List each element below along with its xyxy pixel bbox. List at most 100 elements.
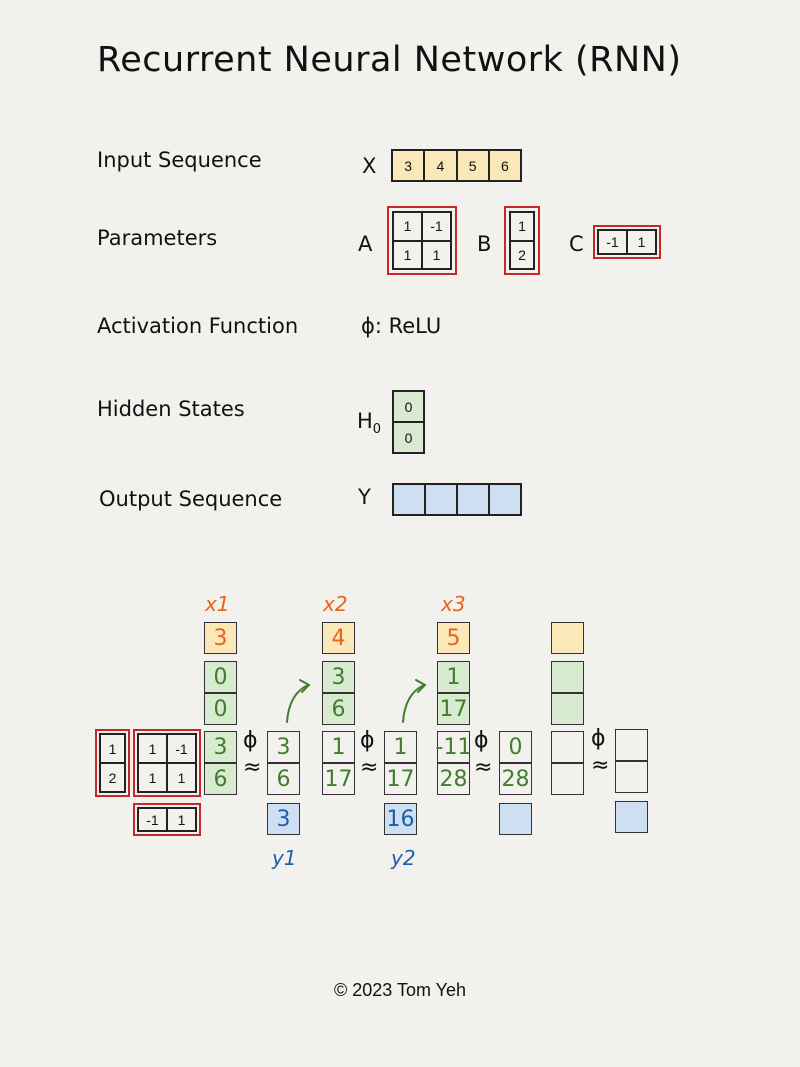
step2-post-cell: 1 [384, 731, 417, 763]
param-b-cell: 2 [510, 240, 534, 269]
step2-y-label: y2 [391, 846, 416, 870]
walk-a-cell: 1 [138, 763, 167, 792]
input-x-cell: 5 [456, 150, 489, 181]
step4-hprev-cell [551, 661, 584, 693]
param-c-cell: -1 [598, 230, 627, 254]
step1-pre-cell: 6 [204, 763, 237, 795]
b-symbol: B [477, 232, 492, 256]
walk-a-frame [133, 729, 201, 797]
walk-a-cell: 1 [167, 763, 196, 792]
step2-hprev-cell: 6 [322, 693, 355, 725]
step2-pre-cell: 17 [322, 763, 355, 795]
step3-x-label: x3 [441, 592, 466, 616]
step2-x-cell: 4 [322, 622, 355, 654]
h0-vector: 0 0 [392, 390, 425, 454]
output-y-cell [425, 484, 457, 515]
step3-y-cell [499, 803, 532, 835]
step2-approx: ≈ [360, 755, 379, 780]
step4-approx: ≈ [591, 753, 610, 778]
param-c-vector: -1 1 [597, 229, 657, 255]
step3-x-cell: 5 [437, 622, 470, 654]
a-symbol: A [358, 232, 373, 256]
walk-b-matrix: 1 2 [99, 733, 126, 793]
step1-approx: ≈ [243, 755, 262, 780]
param-a-frame [387, 206, 457, 275]
param-a-cell: 1 [422, 240, 451, 269]
step4-y-cell [615, 801, 648, 833]
curved-arrow-icon [402, 679, 427, 723]
input-sequence-label: Input Sequence [97, 148, 262, 172]
output-sequence-label: Output Sequence [99, 487, 283, 511]
step4-x-cell [551, 622, 584, 654]
walk-c-cell: 1 [167, 808, 196, 831]
h0-cell: 0 [393, 391, 424, 422]
step3-approx: ≈ [474, 755, 493, 780]
step2-hprev-cell: 3 [322, 661, 355, 693]
param-b-frame [504, 206, 540, 275]
input-x-cell: 4 [424, 150, 457, 181]
step3-post-cell: 0 [499, 731, 532, 763]
step2-pre-cell: 1 [322, 731, 355, 763]
param-b-cell: 1 [510, 212, 534, 241]
param-a-matrix: 1 -1 1 1 [392, 211, 452, 270]
step3-post-cell: 28 [499, 763, 532, 795]
walk-b-frame [95, 729, 130, 797]
input-x-vector: 3 4 5 6 [391, 149, 522, 182]
step3-hprev-cell: 1 [437, 661, 470, 693]
param-a-cell: 1 [393, 240, 422, 269]
param-b-vector: 1 2 [509, 211, 535, 270]
param-a-cell: -1 [422, 212, 451, 241]
copyright-footer: © 2023 Tom Yeh [333, 980, 467, 1000]
step4-pre-cell [551, 763, 584, 795]
output-y-cell [489, 484, 521, 515]
input-x-cell: 3 [392, 150, 425, 181]
step1-hprev-cell: 0 [204, 661, 237, 693]
walk-c-frame [133, 803, 201, 836]
walk-b-cell: 1 [100, 734, 125, 763]
param-c-frame [593, 225, 661, 259]
walk-a-cell: 1 [138, 734, 167, 763]
step2-y-cell: 16 [384, 803, 417, 835]
c-symbol: C [569, 232, 584, 256]
hidden-states-label: Hidden States [97, 397, 245, 421]
step2-post-cell: 17 [384, 763, 417, 795]
step3-phi: ϕ [474, 728, 489, 753]
h0-cell: 0 [393, 422, 424, 453]
parameters-label: Parameters [97, 226, 218, 250]
step1-pre-cell: 3 [204, 731, 237, 763]
param-a-cell: 1 [393, 212, 422, 241]
walk-c-cell: -1 [138, 808, 167, 831]
step1-x-label: x1 [205, 592, 230, 616]
step2-phi: ϕ [360, 728, 375, 753]
step3-hprev-cell: 17 [437, 693, 470, 725]
step4-phi: ϕ [591, 726, 606, 751]
param-c-cell: 1 [627, 230, 656, 254]
step1-phi: ϕ [243, 728, 258, 753]
walk-b-cell: 2 [100, 763, 125, 792]
walk-a-matrix: 1 -1 1 1 [137, 733, 197, 793]
activation-function-label: Activation Function [97, 314, 299, 338]
curved-arrow-icon [286, 679, 311, 723]
step1-post-cell: 3 [267, 731, 300, 763]
walk-a-cell: -1 [167, 734, 196, 763]
x-symbol: X [362, 154, 377, 178]
step1-y-label: y1 [272, 846, 297, 870]
h0-symbol: H0 [357, 409, 382, 438]
step2-x-label: x2 [323, 592, 348, 616]
step3-pre-cell: 28 [437, 763, 470, 795]
step1-post-cell: 6 [267, 763, 300, 795]
step4-hprev-cell [551, 693, 584, 725]
output-y-vector [392, 483, 522, 516]
step1-hprev-cell: 0 [204, 693, 237, 725]
step1-y-cell: 3 [267, 803, 300, 835]
step1-x-cell: 3 [204, 622, 237, 654]
step3-pre-cell: -11 [436, 731, 471, 763]
page-title: Recurrent Neural Network (RNN) [97, 40, 682, 80]
step4-post-cell [615, 729, 648, 761]
input-x-cell: 6 [488, 150, 521, 181]
walk-c-matrix: -1 1 [137, 807, 197, 832]
y-symbol: Y [358, 485, 371, 509]
output-y-cell [457, 484, 489, 515]
activation-value: ϕ: ReLU [361, 314, 442, 338]
